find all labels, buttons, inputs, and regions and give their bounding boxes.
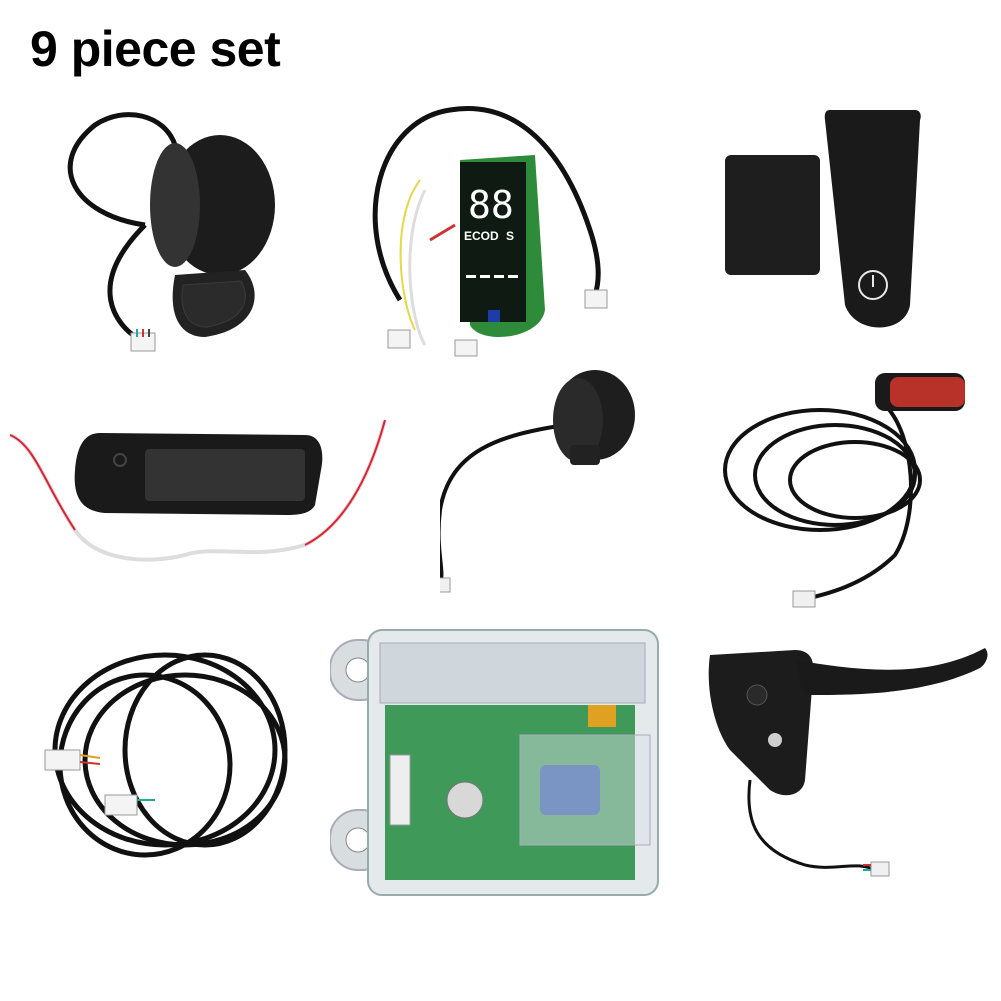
display-panel-icon <box>5 415 395 575</box>
power-button-icon <box>440 360 640 600</box>
dashboard-covers-icon <box>720 105 930 345</box>
controller-board-icon <box>330 625 670 905</box>
page-title: 9 piece set <box>30 21 281 77</box>
thumb-throttle-icon <box>55 105 295 365</box>
tail-light-icon <box>715 365 975 615</box>
dashboard-pcb-icon: 88 ECO D S <box>360 100 640 390</box>
pcb-mode-s: S <box>506 229 514 243</box>
pcb-mode-eco: ECO <box>464 229 490 243</box>
brake-lever-icon <box>695 640 995 890</box>
pcb-mode-d: D <box>490 229 499 243</box>
pcb-digits: 88 <box>468 183 514 227</box>
cable-harness-icon <box>35 640 305 870</box>
